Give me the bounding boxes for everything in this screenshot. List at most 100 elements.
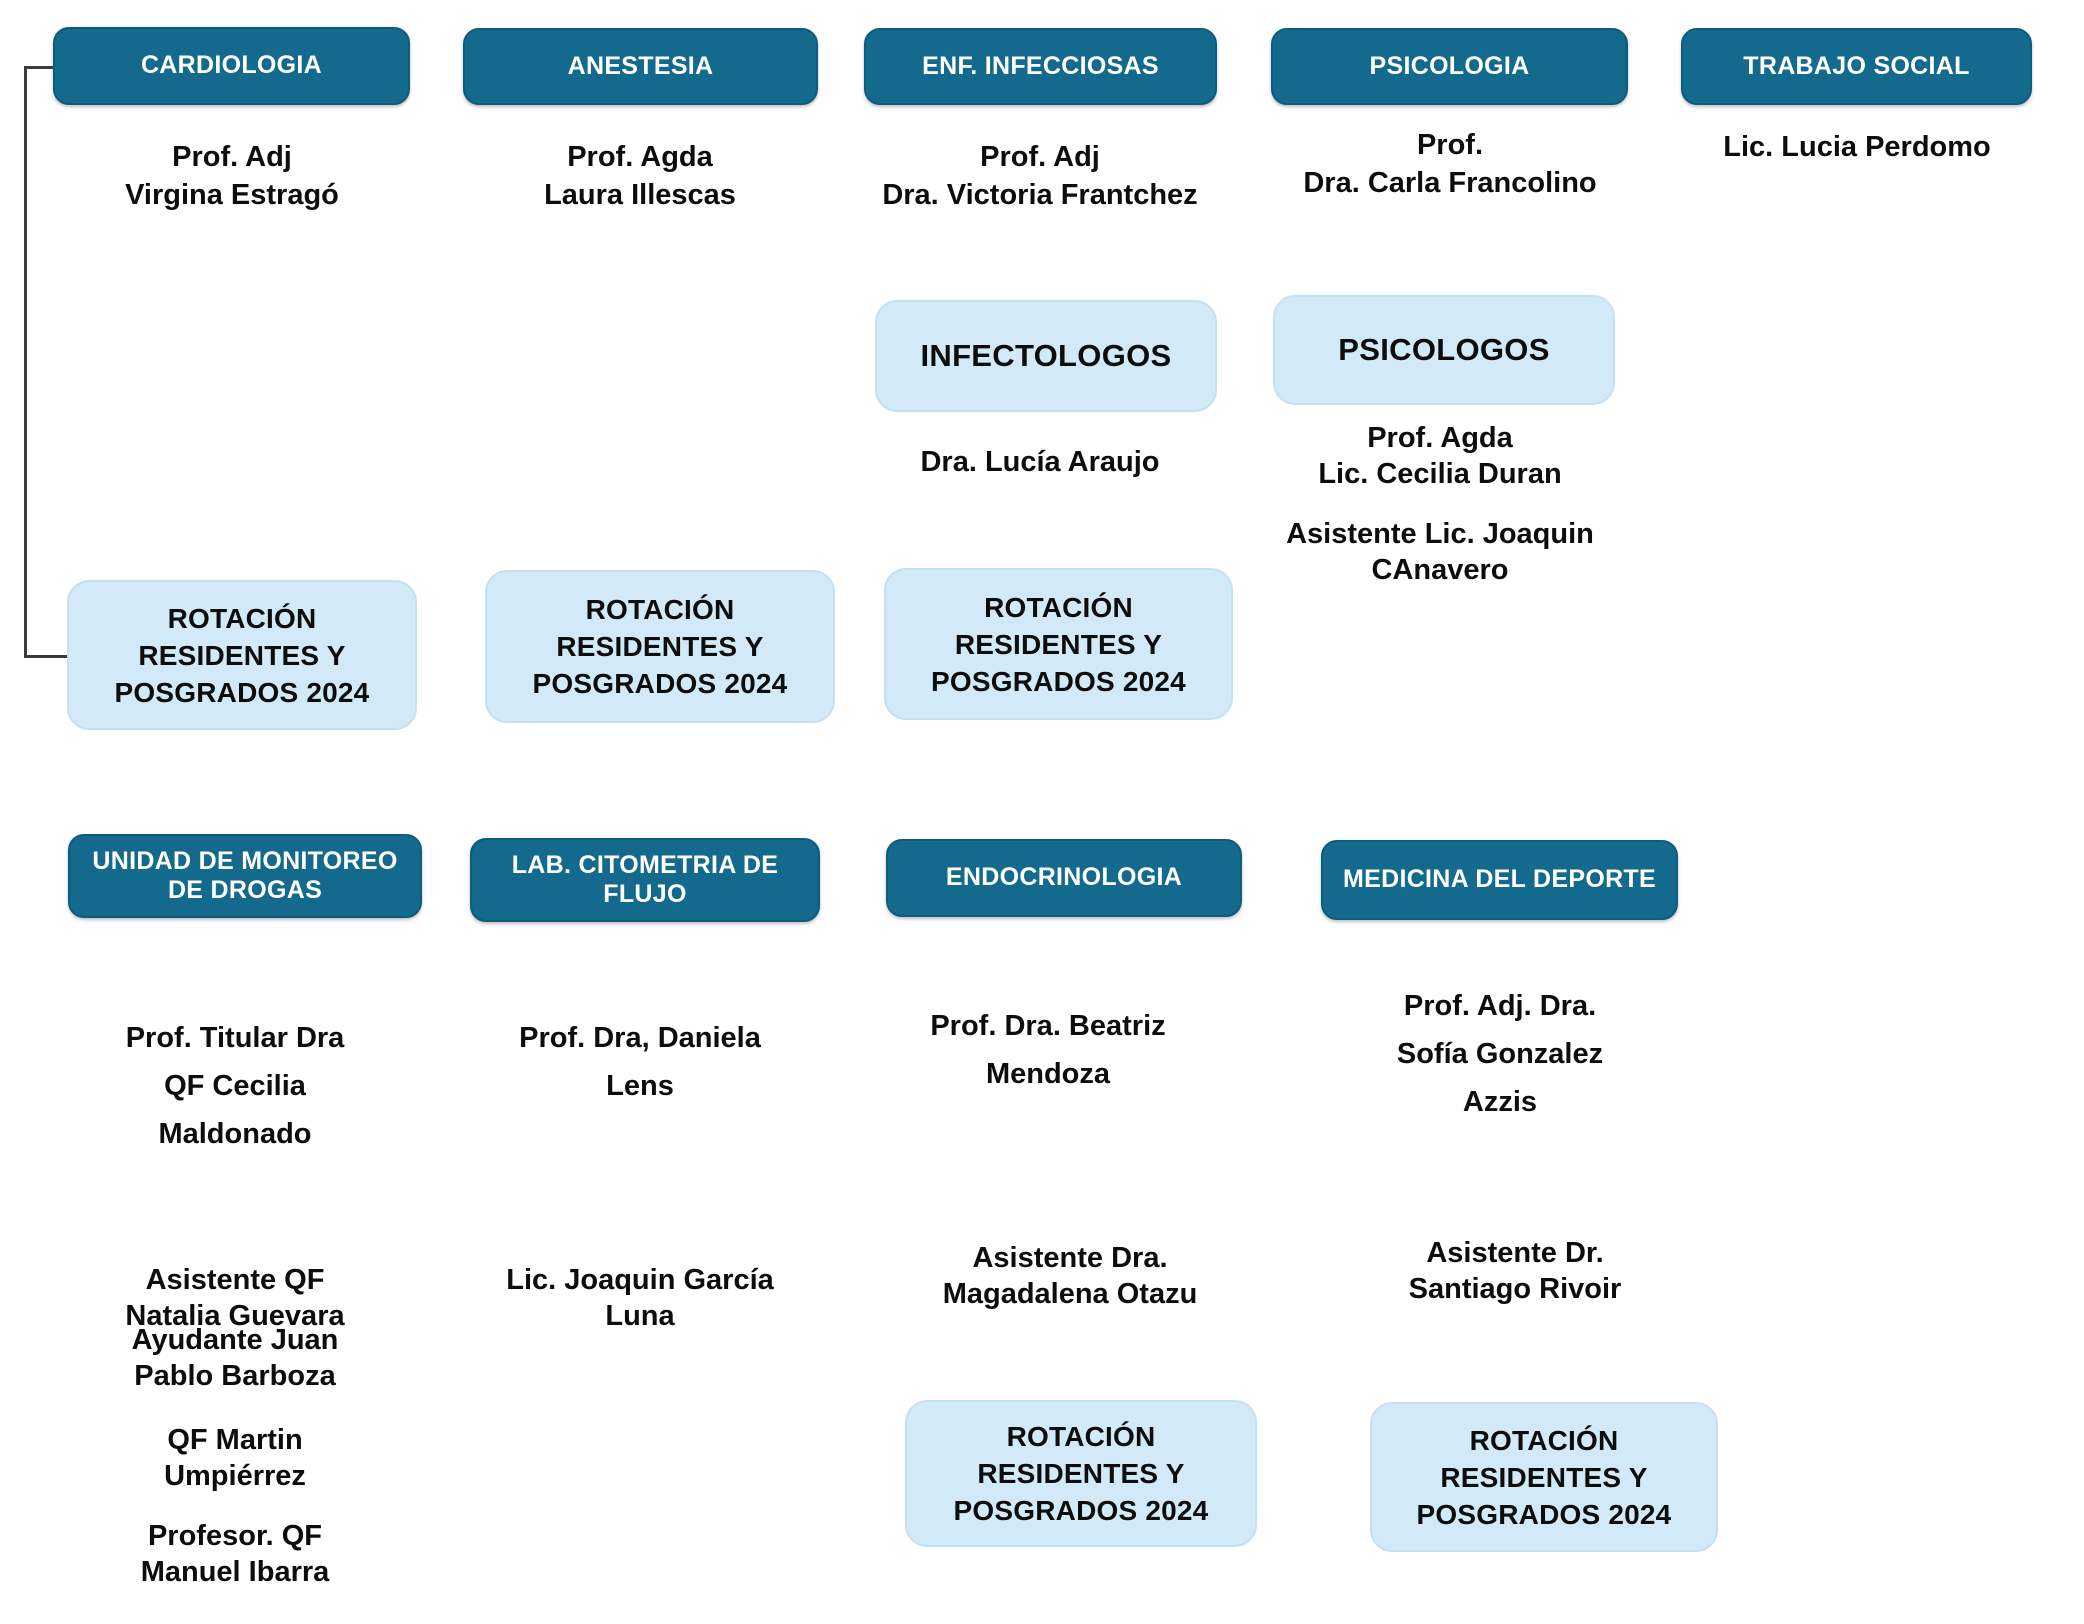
rotation-box-anestesia: ROTACIÓN RESIDENTES Y POSGRADOS 2024 xyxy=(485,570,835,723)
dept-box-enf-infecciosas: ENF. INFECCIOSAS xyxy=(864,28,1217,105)
connector-line-top xyxy=(24,66,56,69)
head-anestesia: Prof. Agda Laura Illescas xyxy=(440,138,840,214)
dept-label-line: LAB. CITOMETRIA DE xyxy=(511,850,779,879)
name-line: Manuel Ibarra xyxy=(140,1556,330,1588)
rotation-line: ROTACIÓN xyxy=(585,594,735,625)
group-title: PSICOLOGOS xyxy=(1338,332,1550,367)
name-line: Magadalena Otazu xyxy=(942,1278,1198,1310)
head-medicina-deporte: Prof. Adj. Dra. Sofía Gonzalez Azzis xyxy=(1300,982,1700,1126)
rotation-box-endocrinologia: ROTACIÓN RESIDENTES Y POSGRADOS 2024 xyxy=(905,1400,1257,1547)
dept-box-trabajo-social: TRABAJO SOCIAL xyxy=(1681,28,2032,105)
rotation-line: POSGRADOS 2024 xyxy=(1416,1498,1672,1530)
rotation-box-medicina-deporte: ROTACIÓN RESIDENTES Y POSGRADOS 2024 xyxy=(1370,1402,1718,1552)
member-psicologos-2: Asistente Lic. Joaquin CAnavero xyxy=(1240,516,1640,588)
rotation-line: POSGRADOS 2024 xyxy=(532,668,788,699)
head-cardiologia: Prof. Adj Virgina Estragó xyxy=(32,138,432,214)
dept-box-endocrinologia: ENDOCRINOLOGIA xyxy=(886,839,1242,917)
name-line: Prof. Titular Dra xyxy=(125,1022,345,1054)
dept-label: ENF. INFECCIOSAS xyxy=(922,51,1159,80)
connector-line-vertical xyxy=(24,66,27,658)
name-line: CAnavero xyxy=(1371,554,1509,586)
rotation-line: POSGRADOS 2024 xyxy=(953,1495,1209,1526)
dept-box-lab-citometria: LAB. CITOMETRIA DE FLUJO xyxy=(470,838,820,922)
name-line: Asistente Lic. Joaquin xyxy=(1286,518,1594,550)
name-line: Prof. Adj xyxy=(980,141,1100,173)
name-line: Asistente Dra. xyxy=(972,1242,1168,1274)
head-psicologia: Prof. Dra. Carla Francolino xyxy=(1250,126,1650,202)
head-unidad-monitoreo: Prof. Titular Dra QF Cecilia Maldonado xyxy=(35,1014,435,1158)
name-line: Pablo Barboza xyxy=(134,1360,336,1392)
dept-box-medicina-deporte: MEDICINA DEL DEPORTE xyxy=(1321,840,1678,920)
rotation-line: POSGRADOS 2024 xyxy=(931,665,1186,697)
staff-endocrinologia: Asistente Dra. Magadalena Otazu xyxy=(870,1240,1270,1312)
rotation-box-cardiologia: ROTACIÓN RESIDENTES Y POSGRADOS 2024 xyxy=(67,580,417,730)
name-line: Dra. Carla Francolino xyxy=(1303,167,1597,199)
dept-label: UNIDAD DE MONITOREO DE DROGAS xyxy=(92,847,397,906)
name-line: Mendoza xyxy=(985,1058,1111,1090)
name-line: Azzis xyxy=(1462,1086,1538,1118)
name-line: Prof. Agda xyxy=(567,141,713,173)
name-line: Maldonado xyxy=(158,1118,312,1150)
name-line: Prof. Dra. Beatriz xyxy=(930,1010,1166,1042)
rotation-line: POSGRADOS 2024 xyxy=(114,676,370,708)
dept-label: LAB. CITOMETRIA DE FLUJO xyxy=(512,851,779,910)
rotation-line: RESIDENTES Y xyxy=(954,628,1163,660)
head-trabajo-social: Lic. Lucia Perdomo xyxy=(1657,128,2057,166)
staff-unidad-3: QF Martin Umpiérrez xyxy=(35,1422,435,1494)
dept-box-psicologia: PSICOLOGIA xyxy=(1271,28,1628,105)
name-line: Prof. Dra, Daniela xyxy=(519,1022,761,1054)
staff-unidad-4: Profesor. QF Manuel Ibarra xyxy=(35,1518,435,1590)
dept-label: ENDOCRINOLOGIA xyxy=(945,863,1183,892)
name-line: Prof. Agda xyxy=(1367,422,1513,454)
name-line: Asistente QF xyxy=(145,1264,325,1296)
member-psicologos-1: Prof. Agda Lic. Cecilia Duran xyxy=(1240,420,1640,492)
group-box-psicologos: PSICOLOGOS xyxy=(1273,295,1615,405)
name-line: Prof. Adj. Dra. xyxy=(1403,990,1597,1022)
staff-lab-citometria: Lic. Joaquin García Luna xyxy=(440,1262,840,1334)
rotation-line: ROTACIÓN xyxy=(167,602,317,634)
rotation-line: RESIDENTES Y xyxy=(977,1458,1185,1489)
group-box-infectologos: INFECTOLOGOS xyxy=(875,300,1217,412)
rotation-box-enf-infecciosas: ROTACIÓN RESIDENTES Y POSGRADOS 2024 xyxy=(884,568,1233,720)
name-line: Dra. Victoria Frantchez xyxy=(882,179,1198,211)
rotation-line: ROTACIÓN xyxy=(1006,1421,1156,1452)
name-line: QF Cecilia xyxy=(164,1070,306,1102)
dept-label-line: UNIDAD DE MONITOREO xyxy=(92,846,398,875)
name-line: Luna xyxy=(605,1300,675,1332)
name-line: Prof. Adj xyxy=(172,141,292,173)
name-line: Virgina Estragó xyxy=(125,179,339,211)
name-line: Lic. Lucia Perdomo xyxy=(1723,131,1991,163)
name-line: Umpiérrez xyxy=(164,1460,306,1492)
dept-label: MEDICINA DEL DEPORTE xyxy=(1343,865,1656,894)
dept-label-line: FLUJO xyxy=(603,880,687,908)
dept-box-cardiologia: CARDIOLOGIA xyxy=(53,27,410,105)
name-line: Santiago Rivoir xyxy=(1408,1273,1622,1305)
name-line: Profesor. QF xyxy=(147,1520,323,1552)
name-line: Lic. Joaquin García xyxy=(506,1264,774,1296)
name-line: Asistente Dr. xyxy=(1426,1237,1604,1269)
staff-unidad-2: Ayudante Juan Pablo Barboza xyxy=(35,1322,435,1394)
rotation-line: RESIDENTES Y xyxy=(1440,1461,1648,1493)
group-title: INFECTOLOGOS xyxy=(920,338,1172,373)
dept-label: PSICOLOGIA xyxy=(1369,51,1530,80)
member-infectologos: Dra. Lucía Araujo xyxy=(840,443,1240,481)
staff-unidad-1: Asistente QF Natalia Guevara xyxy=(35,1262,435,1334)
name-line: Dra. Lucía Araujo xyxy=(920,446,1160,478)
rotation-line: RESIDENTES Y xyxy=(556,631,764,662)
dept-label-line: DE DROGAS xyxy=(167,876,323,904)
connector-line-bottom xyxy=(24,655,70,658)
name-line: Lens xyxy=(606,1070,674,1102)
name-line: Natalia Guevara xyxy=(125,1300,345,1332)
name-line: Laura Illescas xyxy=(544,179,736,211)
dept-box-anestesia: ANESTESIA xyxy=(463,28,818,105)
name-line: QF Martin xyxy=(167,1424,303,1456)
dept-label: CARDIOLOGIA xyxy=(140,51,323,80)
head-endocrinologia: Prof. Dra. Beatriz Mendoza xyxy=(848,1002,1248,1098)
dept-label: TRABAJO SOCIAL xyxy=(1743,51,1970,80)
rotation-line: ROTACIÓN xyxy=(1469,1424,1619,1456)
dept-label: ANESTESIA xyxy=(567,51,714,80)
name-line: Ayudante Juan xyxy=(131,1324,339,1356)
dept-box-unidad-monitoreo: UNIDAD DE MONITOREO DE DROGAS xyxy=(68,834,422,918)
staff-medicina-deporte: Asistente Dr. Santiago Rivoir xyxy=(1315,1235,1715,1307)
